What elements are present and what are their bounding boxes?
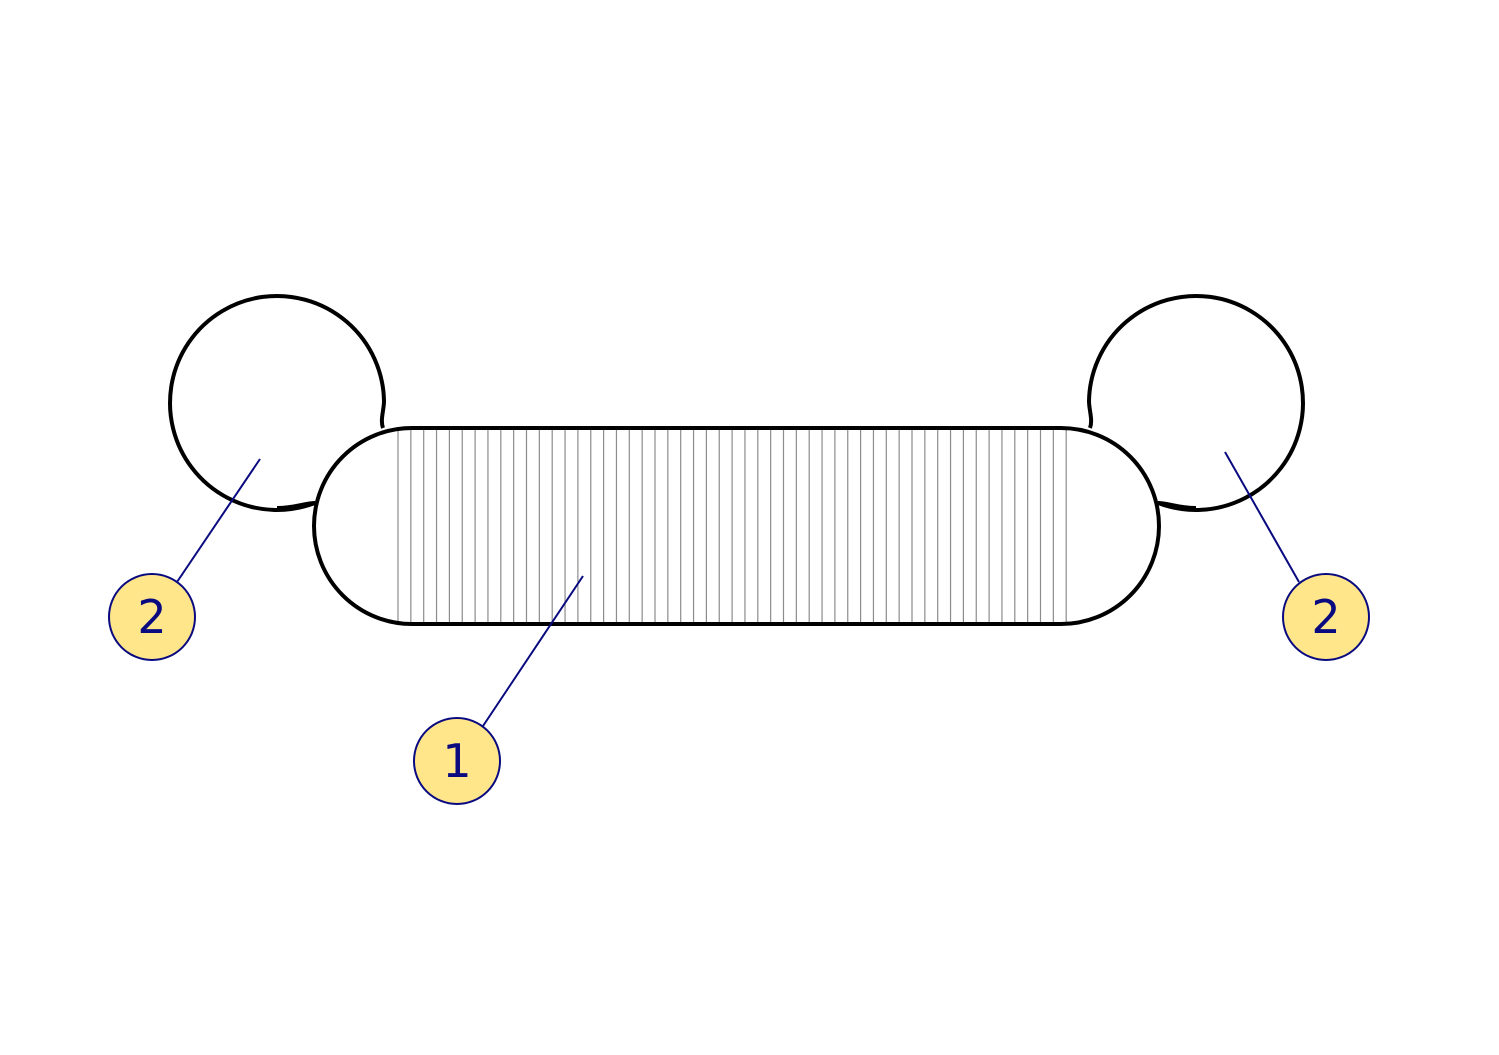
callout-2-right: 2 (1282, 573, 1370, 661)
leader-line-1 (482, 575, 584, 727)
capsule-hatching (397, 430, 1067, 622)
leader-line-2-left (176, 458, 261, 583)
left-sphere-join (276, 501, 316, 510)
leader-line-2-right (1224, 451, 1300, 583)
callout-1: 1 (413, 717, 501, 805)
callout-label: 2 (137, 590, 166, 644)
capsule-body (312, 426, 1161, 626)
right-sphere (1086, 294, 1305, 512)
left-sphere (168, 294, 387, 512)
callout-label: 1 (442, 734, 471, 788)
callout-label: 2 (1311, 590, 1340, 644)
right-sphere-join (1157, 501, 1197, 510)
callout-2-left: 2 (108, 573, 196, 661)
